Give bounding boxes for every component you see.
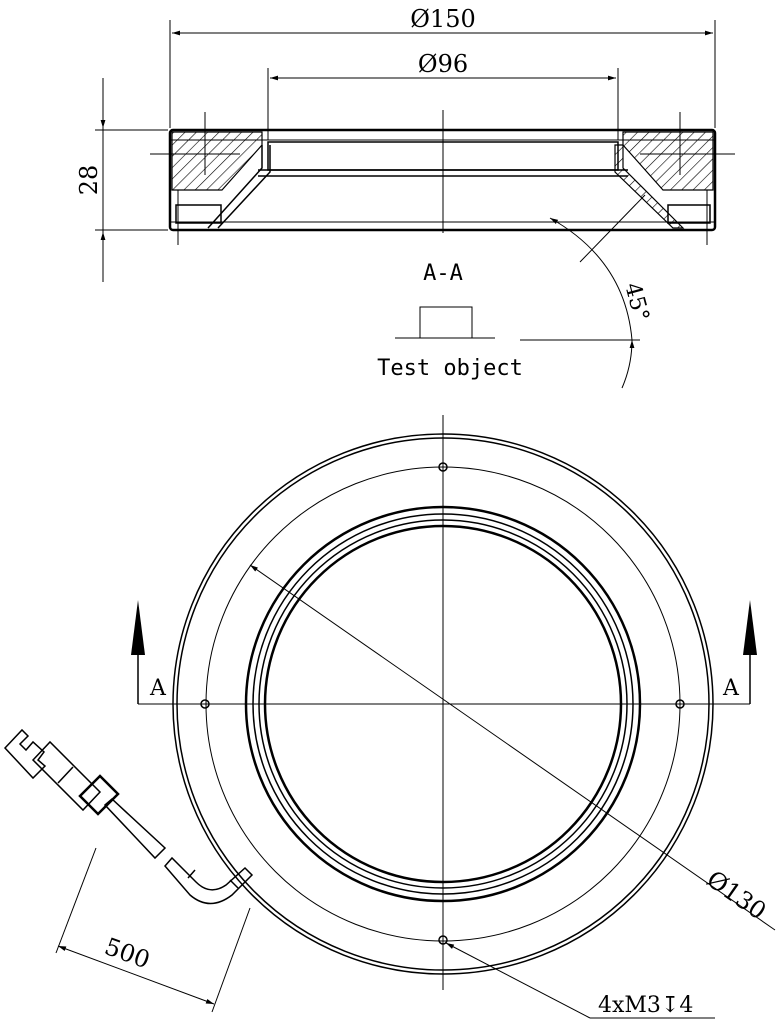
dimension-height: 28 (75, 78, 168, 282)
svg-text:500: 500 (101, 932, 154, 974)
dimension-inner-diameter: Ø96 (267, 50, 619, 140)
outer-diameter-label: Ø150 (410, 5, 475, 33)
svg-text:A: A (722, 676, 740, 701)
dimension-angle: 45° (520, 194, 653, 389)
dimension-bolt-circle: Ø130 (249, 564, 776, 931)
cable-connector (3, 728, 254, 905)
inner-diameter-label: Ø96 (418, 50, 468, 78)
dimension-cable-length: 500 (55, 847, 251, 1013)
dimension-outer-diameter: Ø150 (169, 5, 716, 128)
section-mark-left: A (131, 600, 167, 704)
angle-label: 45° (619, 280, 653, 324)
svg-text:4xM3↧4: 4xM3↧4 (598, 993, 693, 1018)
svg-text:Ø130: Ø130 (702, 865, 772, 925)
svg-text:A: A (149, 676, 167, 701)
test-object-label: Test object (377, 356, 523, 381)
hole-icon (438, 462, 448, 472)
height-label: 28 (75, 165, 103, 196)
hole-icon (675, 699, 685, 709)
section-title: A-A (423, 261, 463, 286)
hole-icon (200, 699, 210, 709)
thread-callout: 4xM3↧4 (445, 942, 715, 1019)
test-object: Test object (377, 306, 523, 381)
section-view (150, 110, 735, 245)
plan-view (138, 415, 750, 990)
mounting-holes (200, 462, 685, 945)
section-mark-right: A (722, 600, 757, 704)
hole-icon (438, 935, 448, 945)
